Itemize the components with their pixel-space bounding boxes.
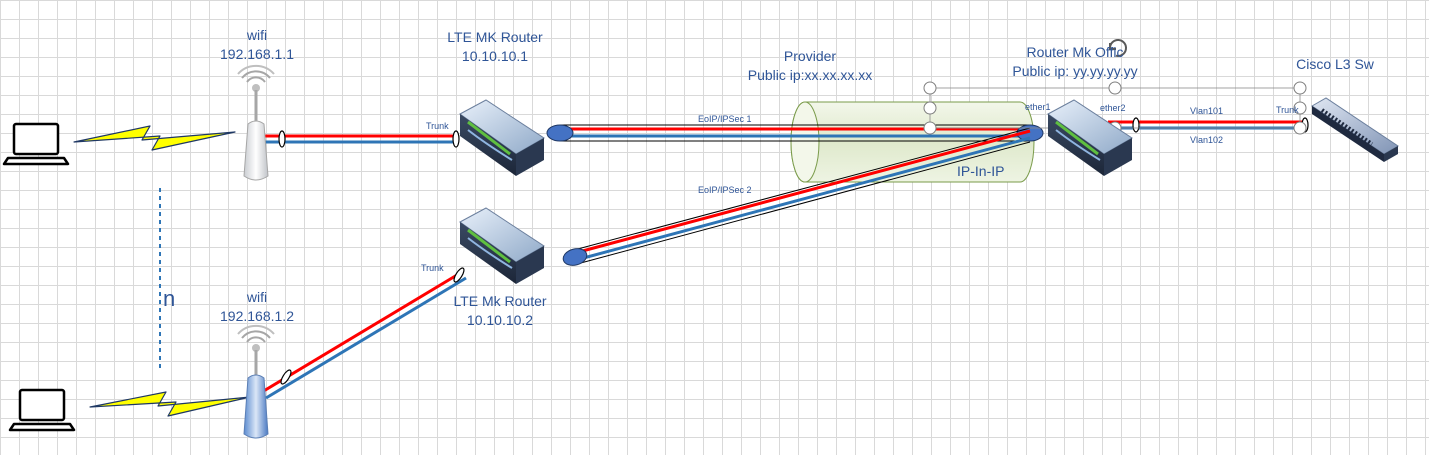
vlan102-label: Vlan102 (1190, 135, 1224, 145)
provider-name: Provider (783, 48, 837, 64)
vlan101-label: Vlan101 (1190, 106, 1224, 116)
eoip-tunnel-2 (562, 127, 1031, 266)
provider-ip: Public ip:xx.xx.xx.xx (747, 67, 873, 83)
provider-label: Provider Public ip:xx.xx.xx.xx (730, 47, 890, 85)
wifi2-name: wifi (246, 289, 268, 305)
ellipsis-n-label: n (163, 286, 176, 311)
lte2-ip: 10.10.10.2 (466, 312, 534, 328)
lte1-label: LTE MK Router 10.10.10.1 (430, 28, 560, 66)
lte-router-icon (459, 99, 545, 176)
ipinip-label: IP-In-IP (957, 163, 1005, 179)
lte1-name: LTE MK Router (447, 29, 543, 45)
wifi-antenna-icon (237, 64, 275, 181)
office-name: Router Mk Offic (1026, 44, 1124, 60)
office-label[interactable]: Router Mk Offic Public ip: yy.yy.yy.yy (990, 43, 1160, 81)
wifi1-label: wifi 192.168.1.1 (207, 26, 307, 64)
trunk-link-2 (261, 267, 467, 400)
rotate-handle-icon[interactable] (1108, 39, 1127, 57)
trunk3-label: Trunk (1276, 105, 1299, 115)
trunk2-label: Trunk (421, 263, 444, 273)
laptop-icon (8, 388, 76, 432)
cisco-label: Cisco L3 Sw (1285, 55, 1385, 74)
eoip2-label: EoIP/IPSec 2 (698, 185, 752, 195)
eoip1-label: EoIP/IPSec 1 (698, 114, 752, 124)
office-ip: Public ip: yy.yy.yy.yy (1012, 63, 1138, 79)
lte2-label: LTE Mk Router 10.10.10.2 (435, 292, 565, 330)
office-router-icon (1047, 99, 1133, 176)
lightning-icon (89, 391, 251, 417)
cisco-switch-icon (1311, 97, 1399, 162)
wifi-antenna-icon (237, 324, 275, 439)
laptop-icon (2, 122, 70, 166)
lte1-ip: 10.10.10.1 (461, 48, 529, 64)
vlan-link (1108, 117, 1309, 133)
wifi1-name: wifi (246, 27, 268, 43)
ether2-label: ether2 (1100, 103, 1126, 113)
cisco-name: Cisco L3 Sw (1296, 56, 1374, 72)
eoip-tunnel-1 (546, 124, 1044, 142)
ether1-label: ether1 (1025, 102, 1051, 112)
wifi2-label: wifi 192.168.1.2 (207, 288, 307, 326)
lte-router-icon (459, 207, 545, 284)
wifi2-ip: 192.168.1.2 (220, 308, 294, 324)
trunk-link-1 (258, 130, 460, 148)
wifi1-ip: 192.168.1.1 (220, 46, 294, 62)
lte2-name: LTE Mk Router (453, 293, 547, 309)
lightning-icon (73, 125, 236, 151)
trunk1-label: Trunk (426, 121, 449, 131)
provider-tube (790, 101, 1035, 183)
